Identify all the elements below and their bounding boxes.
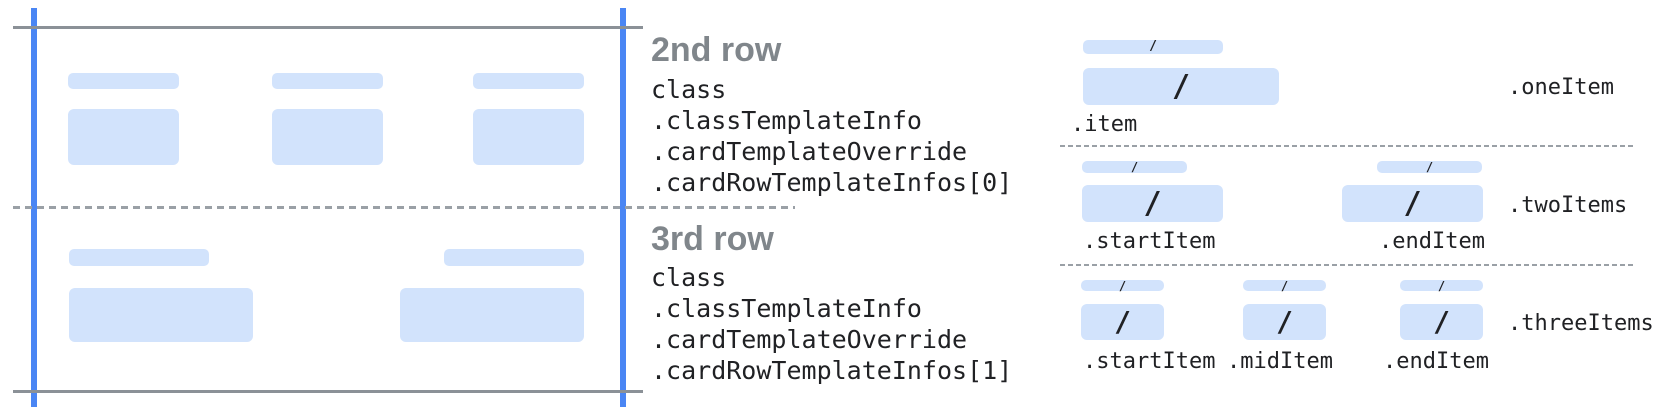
code-line: class: [651, 263, 727, 292]
code-line: .cardRowTemplateInfos[1]: [651, 356, 1013, 385]
start-item-label-bar: /: [1082, 161, 1187, 173]
card-bottom-edge-line: [13, 390, 643, 393]
placeholder-value-bar: [473, 109, 584, 165]
row3-heading: 3rd row: [651, 220, 774, 258]
mid-item-label-bar: /: [1243, 280, 1326, 292]
end-item-field-label: .endItem: [1383, 349, 1489, 374]
end-item-value-bar: /: [1342, 185, 1483, 222]
code-line: .classTemplateInfo: [651, 294, 922, 323]
placeholder-value-bar: [69, 288, 253, 342]
item-value-bar: /: [1083, 68, 1279, 105]
placeholder-value-bar: [272, 109, 383, 165]
placeholder-label-bar: [473, 73, 584, 89]
code-line: .classTemplateInfo: [651, 106, 922, 135]
end-item-label-bar: /: [1377, 161, 1482, 173]
placeholder-value-bar: [400, 288, 584, 342]
variant-label-one: .oneItem: [1508, 75, 1614, 100]
item-field-label: .item: [1071, 112, 1138, 137]
mid-item-field-label: .midItem: [1227, 349, 1333, 374]
start-item-value-bar: /: [1082, 185, 1223, 222]
start-item-value-bar: /: [1081, 304, 1164, 340]
variant-label-three: .threeItems: [1508, 311, 1654, 336]
placeholder-label-bar: [444, 249, 584, 266]
variant-label-two: .twoItems: [1508, 193, 1628, 218]
start-item-field-label: .startItem: [1083, 229, 1216, 254]
end-item-field-label: .endItem: [1379, 229, 1485, 254]
placeholder-label-bar: [272, 73, 383, 89]
start-item-label-bar: /: [1081, 280, 1164, 292]
code-line: .cardTemplateOverride: [651, 325, 968, 354]
code-line: .cardRowTemplateInfos[0]: [651, 168, 1013, 197]
template-divider-dotted-line: [1060, 145, 1634, 147]
end-item-value-bar: /: [1400, 304, 1483, 340]
template-divider-dotted-line: [1060, 264, 1634, 266]
code-line: class: [651, 75, 727, 104]
placeholder-label-bar: [68, 73, 179, 89]
row2-heading: 2nd row: [651, 31, 782, 69]
placeholder-label-bar: [69, 249, 209, 266]
code-line: .cardTemplateOverride: [651, 137, 968, 166]
placeholder-value-bar: [68, 109, 179, 165]
card-top-edge-line: [13, 26, 643, 29]
start-item-field-label: .startItem: [1083, 349, 1216, 374]
row-divider-dashed-line: [13, 206, 795, 209]
end-item-label-bar: /: [1400, 280, 1483, 292]
mid-item-value-bar: /: [1243, 304, 1326, 340]
item-label-bar: /: [1083, 40, 1223, 54]
